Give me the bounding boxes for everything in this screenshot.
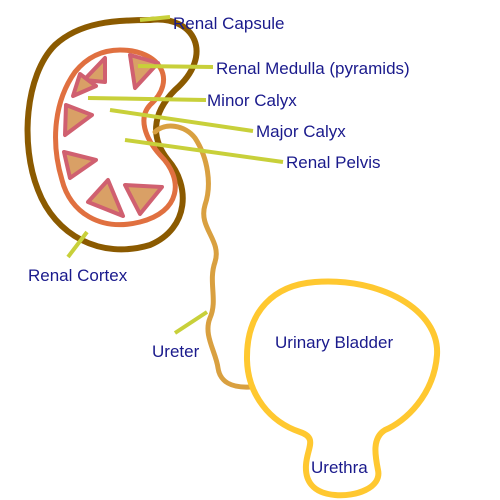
label-urethra: Urethra: [311, 458, 368, 477]
leader-line-renal-cortex: [66, 230, 89, 259]
label-renal-medulla: Renal Medulla (pyramids): [216, 59, 410, 78]
label-urinary-bladder: Urinary Bladder: [275, 333, 393, 352]
label-renal-capsule: Renal Capsule: [173, 14, 285, 33]
pyramid: [63, 103, 94, 137]
label-ureter: Ureter: [152, 342, 200, 361]
pyramid: [71, 72, 98, 98]
pyramid: [86, 178, 125, 218]
leader-line-major-calyx: [109, 108, 254, 133]
label-renal-cortex: Renal Cortex: [28, 266, 128, 285]
label-minor-calyx: Minor Calyx: [207, 91, 297, 110]
renal-pyramids: [62, 53, 164, 218]
label-major-calyx: Major Calyx: [256, 122, 346, 141]
leader-line-renal-medulla: [137, 64, 214, 69]
pyramid: [82, 56, 107, 84]
urinary-bladder: [243, 278, 441, 499]
label-renal-pelvis: Renal Pelvis: [286, 153, 381, 172]
leader-line-ureter: [173, 310, 209, 335]
pyramid: [62, 150, 98, 180]
renal-cortex-inner-outline: [53, 47, 178, 228]
leader-line-renal-pelvis: [124, 138, 284, 164]
pyramid: [128, 53, 160, 90]
leader-lines: [66, 15, 284, 335]
leader-line-renal-capsule: [139, 15, 171, 22]
pyramid: [123, 183, 164, 216]
leader-line-minor-calyx: [87, 96, 207, 102]
ureter: [152, 123, 253, 390]
renal-capsule-outline: [24, 16, 200, 253]
